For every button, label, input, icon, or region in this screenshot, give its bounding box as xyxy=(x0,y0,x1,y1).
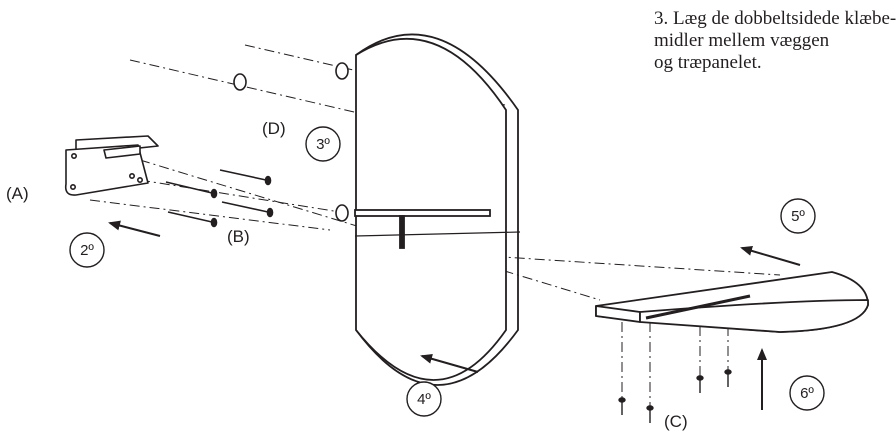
step-5-label: 5º xyxy=(791,208,805,225)
arrow-step-2 xyxy=(108,220,161,237)
part-c-label: (C) xyxy=(664,412,688,431)
shelf xyxy=(595,271,869,333)
part-a-label: (A) xyxy=(6,184,29,203)
step-3-label: 3º xyxy=(316,136,330,153)
instruction-text: 3. Læg de dobbeltsidede klæbe- midler me… xyxy=(654,8,896,74)
instruction-line-3: og træpanelet. xyxy=(654,52,762,73)
arrow-step-4 xyxy=(420,353,479,373)
adhesive-pads xyxy=(233,62,349,222)
wall-bracket-a xyxy=(64,135,159,196)
direction-arrows xyxy=(108,220,801,410)
instruction-line-1: 3. Læg de dobbeltsidede klæbe- xyxy=(654,8,896,29)
instruction-line-2: midler mellem væggen xyxy=(654,30,830,51)
assembly-diagram: 3. Læg de dobbeltsidede klæbe- midler me… xyxy=(6,8,896,431)
screws-c xyxy=(618,369,732,423)
arrow-step-5 xyxy=(740,246,801,266)
wooden-panel-d xyxy=(354,33,521,386)
step-4-label: 4º xyxy=(417,391,431,408)
step-2-label: 2º xyxy=(80,242,94,259)
exploded-view-drawing: 2º 3º 4º 5º 6º (A) (B) (C) (D) xyxy=(6,33,869,431)
part-b-label: (B) xyxy=(227,227,250,246)
step-circles xyxy=(69,126,825,417)
screws-b xyxy=(165,169,274,228)
step-6-label: 6º xyxy=(800,385,814,402)
part-d-label: (D) xyxy=(262,119,286,138)
